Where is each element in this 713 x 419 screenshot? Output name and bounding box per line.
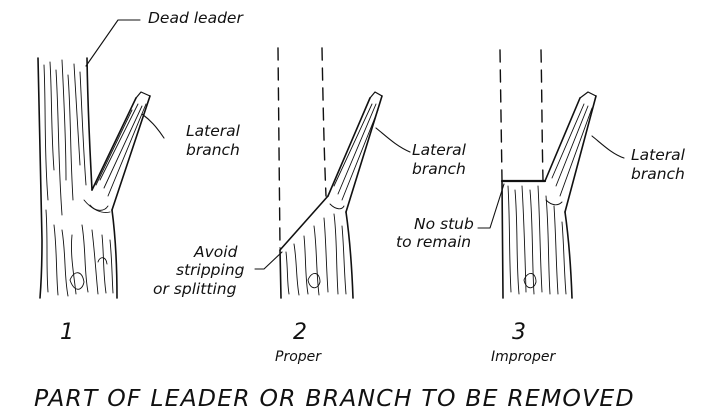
fig3-nostub-leader-line (477, 183, 505, 229)
dead-leader-label: Dead leader (148, 9, 243, 27)
fig3-branch-leader-line (591, 135, 625, 159)
diagram-title: PART OF LEADER OR BRANCH TO BE REMOVED (34, 384, 635, 412)
fig1-branch-label: branch (186, 141, 240, 159)
figure-3-trunk-left-edge (501, 180, 504, 299)
fig2-avoid-leader-line (254, 251, 283, 270)
nostub-label-line1: No stub (414, 215, 474, 233)
dead-leader-leader-line (85, 19, 141, 67)
avoid-label-line1: Avoid (194, 243, 238, 261)
fig1-lateral-label: Lateral (186, 122, 240, 140)
figure-2-removed-leader-right (321, 47, 327, 197)
figure-3-trunk-right-edge (564, 211, 573, 299)
figure-2-branch-lower-edge (327, 97, 371, 197)
figure-2-tree (277, 47, 383, 299)
fig2-branch-label: branch (412, 160, 466, 178)
figure-1-trunk-left-edge (37, 57, 43, 299)
figure-3-number: 3 (512, 320, 526, 345)
figure-2-number: 2 (293, 320, 307, 345)
figure-1-bark-texture (43, 59, 147, 297)
figure-3-caption: Improper (491, 349, 556, 365)
fig3-branch-label: branch (631, 165, 685, 183)
figure-3-removed-leader-right (540, 49, 544, 181)
avoid-label-line2: stripping (176, 261, 245, 279)
figure-3-branch-upper-edge (564, 95, 597, 213)
fig2-lateral-label: Lateral (412, 141, 466, 159)
figure-3-branch-lower-edge (544, 97, 581, 182)
figure-2-branch-tip (369, 91, 383, 99)
figure-3-removed-leader-left (499, 49, 503, 181)
figure-2-removed-leader-left (277, 47, 281, 249)
figure-3-tree (499, 49, 597, 299)
figure-2-bark-texture (285, 103, 379, 296)
figure-3-bark-texture (507, 103, 593, 295)
fig1-branch-leader-line (141, 113, 165, 139)
fig3-lateral-label: Lateral (631, 146, 685, 164)
figure-2-caption: Proper (275, 349, 322, 365)
nostub-label-line2: to remain (396, 233, 472, 251)
figure-1-tree (37, 57, 151, 299)
figure-1-branch-lower-edge (91, 97, 137, 191)
figure-2-cut-line (279, 195, 329, 251)
figure-1-trunk-right-lower (111, 209, 118, 299)
figure-1-number: 1 (60, 320, 74, 345)
figure-1-trunk-right-edge (86, 57, 93, 191)
figure-2-trunk-right-edge (345, 211, 354, 299)
fig2-branch-leader-line (375, 127, 411, 153)
figure-3-branch-tip (579, 91, 597, 99)
figure-2-trunk-left-edge (279, 249, 282, 299)
figure-1-branch-tip (135, 91, 151, 99)
avoid-label-line3: or splitting (153, 280, 237, 298)
